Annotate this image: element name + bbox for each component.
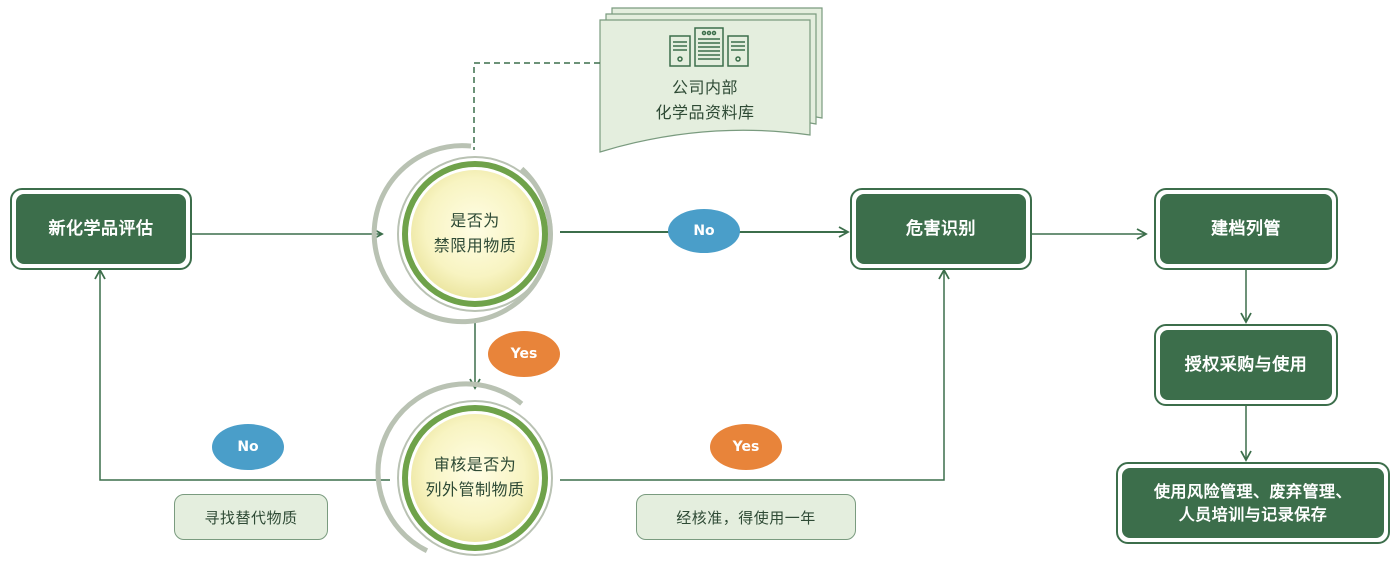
badge-yes-bottom: Yes bbox=[710, 424, 782, 470]
node-final-line1: 使用风险管理、废弃管理、 bbox=[1153, 481, 1352, 501]
badge-no-top: No bbox=[668, 209, 740, 253]
database-connector bbox=[473, 62, 600, 150]
server-rack-icon bbox=[669, 27, 749, 67]
database-line1: 公司内部 bbox=[671, 78, 738, 97]
decision-controlled-label[interactable]: 审核是否为 列外管制物质 bbox=[411, 414, 539, 542]
node-final-line2: 人员培训与记录保存 bbox=[1178, 505, 1328, 524]
node-authorized-use-label: 授权采购与使用 bbox=[1184, 354, 1308, 375]
decision-prohibited-line2: 禁限用物质 bbox=[433, 236, 517, 255]
badge-no-bottom-label: No bbox=[237, 439, 259, 455]
arrow-controlled-to-hazard bbox=[560, 268, 950, 481]
arrow-controlled-to-assess bbox=[94, 268, 390, 481]
pill-approved-label: 经核准，得使用一年 bbox=[676, 508, 816, 527]
node-hazard-label: 危害识别 bbox=[906, 218, 976, 239]
badge-no-top-label: No bbox=[693, 223, 715, 239]
badge-yes-bottom-label: Yes bbox=[732, 439, 760, 455]
node-new-assessment[interactable]: 新化学品评估 bbox=[16, 194, 186, 264]
database-document bbox=[599, 7, 823, 153]
decision-prohibited-line1: 是否为 bbox=[450, 211, 500, 231]
node-archive[interactable]: 建档列管 bbox=[1160, 194, 1332, 264]
node-hazard-identification[interactable]: 危害识别 bbox=[856, 194, 1026, 264]
decision-controlled-line2: 列外管制物质 bbox=[425, 480, 525, 499]
decision-circle-controlled bbox=[375, 381, 553, 556]
badge-yes-mid-label: Yes bbox=[510, 346, 538, 362]
database-label: 公司内部 化学品资料库 bbox=[620, 76, 790, 126]
badge-no-bottom: No bbox=[212, 424, 284, 470]
pill-approved-one-year: 经核准，得使用一年 bbox=[636, 494, 856, 540]
node-final-management[interactable]: 使用风险管理、废弃管理、 人员培训与记录保存 bbox=[1122, 468, 1384, 538]
decision-circle-prohibited bbox=[371, 143, 553, 325]
node-archive-label: 建档列管 bbox=[1211, 218, 1281, 239]
pill-find-substitute: 寻找替代物质 bbox=[174, 494, 328, 540]
decision-prohibited-label[interactable]: 是否为 禁限用物质 bbox=[411, 170, 539, 298]
node-authorized-use[interactable]: 授权采购与使用 bbox=[1160, 330, 1332, 400]
decision-controlled-line1: 审核是否为 bbox=[433, 455, 517, 475]
badge-yes-mid: Yes bbox=[488, 331, 560, 377]
pill-find-substitute-label: 寻找替代物质 bbox=[204, 508, 298, 527]
database-line2: 化学品资料库 bbox=[655, 102, 755, 122]
node-new-assessment-label: 新化学品评估 bbox=[48, 218, 154, 239]
